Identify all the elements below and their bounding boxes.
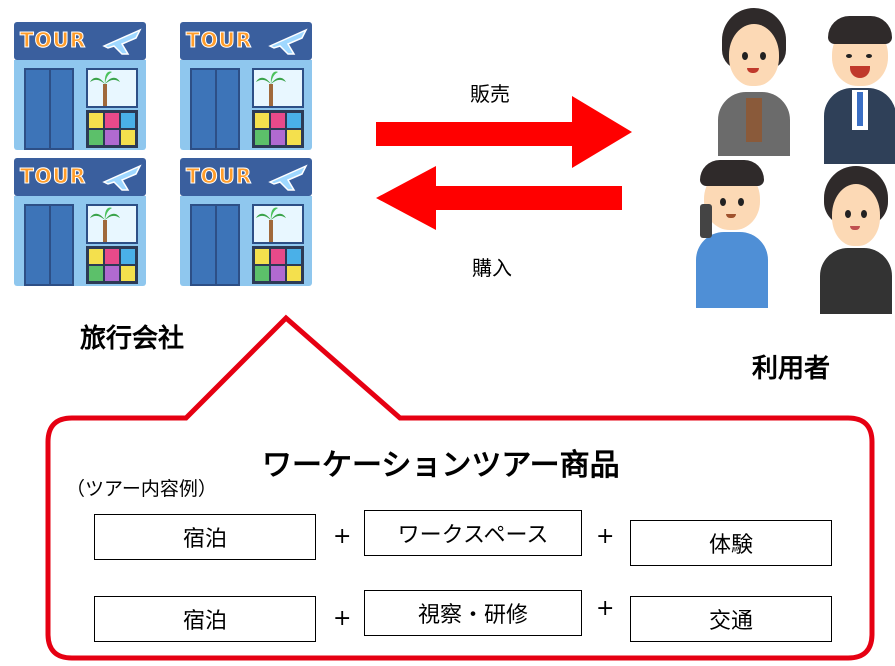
palm-tree-icon xyxy=(90,71,120,106)
travel-agency-shop-icon: TOUR xyxy=(180,158,312,286)
phone-user-icon xyxy=(694,158,770,308)
brochure-shelf xyxy=(86,246,138,284)
palm-tree-icon xyxy=(256,71,286,106)
window-icon xyxy=(252,68,304,108)
door-icon xyxy=(190,68,240,150)
shop-sign-text: TOUR xyxy=(185,28,253,53)
users-label: 利用者 xyxy=(752,354,831,384)
buy-arrow-icon xyxy=(376,166,622,230)
product-subtitle: （ツアー内容例） xyxy=(66,478,217,500)
palm-tree-icon xyxy=(90,207,120,242)
door-icon xyxy=(24,204,74,286)
item-experience: 体験 xyxy=(630,520,832,566)
plus-sign: + xyxy=(596,596,615,621)
shop-building xyxy=(180,60,312,150)
brochure-shelf xyxy=(86,110,138,148)
window-icon xyxy=(86,68,138,108)
shop-sign-text: TOUR xyxy=(19,164,87,189)
item-transportation: 交通 xyxy=(630,596,832,642)
palm-tree-icon xyxy=(256,207,286,242)
shop-building xyxy=(14,196,146,286)
travel-agency-shop-icon: TOUR xyxy=(14,158,146,286)
buy-label: 購入 xyxy=(472,256,512,280)
shop-sign: TOUR xyxy=(180,22,312,60)
shop-building xyxy=(180,196,312,286)
airplane-icon xyxy=(102,28,142,55)
shop-sign: TOUR xyxy=(14,22,146,60)
businessman-user-icon xyxy=(822,14,895,164)
sell-arrow-icon xyxy=(376,96,632,168)
agency-label: 旅行会社 xyxy=(80,324,185,354)
plus-sign: + xyxy=(333,524,352,549)
airplane-icon xyxy=(268,28,308,55)
phone-icon xyxy=(700,204,712,238)
shop-sign: TOUR xyxy=(180,158,312,196)
door-icon xyxy=(190,204,240,286)
window-icon xyxy=(86,204,138,244)
shop-building xyxy=(14,60,146,150)
window-icon xyxy=(252,204,304,244)
product-title: ワーケーションツアー商品 xyxy=(262,448,620,483)
airplane-icon xyxy=(268,164,308,191)
woman-user-icon xyxy=(716,6,792,156)
shop-sign-text: TOUR xyxy=(19,28,87,53)
shop-sign: TOUR xyxy=(14,158,146,196)
door-icon xyxy=(24,68,74,150)
plus-sign: + xyxy=(333,606,352,631)
brochure-shelf xyxy=(252,110,304,148)
airplane-icon xyxy=(102,164,142,191)
item-accommodation: 宿泊 xyxy=(94,596,316,642)
travel-agency-shop-icon: TOUR xyxy=(180,22,312,150)
shop-sign-text: TOUR xyxy=(185,164,253,189)
plus-sign: + xyxy=(596,524,615,549)
brochure-shelf xyxy=(252,246,304,284)
item-workspace: ワークスペース xyxy=(364,510,582,556)
travel-agency-shop-icon: TOUR xyxy=(14,22,146,150)
item-inspection-training: 視察・研修 xyxy=(364,590,582,636)
older-woman-user-icon xyxy=(818,164,894,314)
sell-label: 販売 xyxy=(470,82,510,106)
item-accommodation: 宿泊 xyxy=(94,514,316,560)
